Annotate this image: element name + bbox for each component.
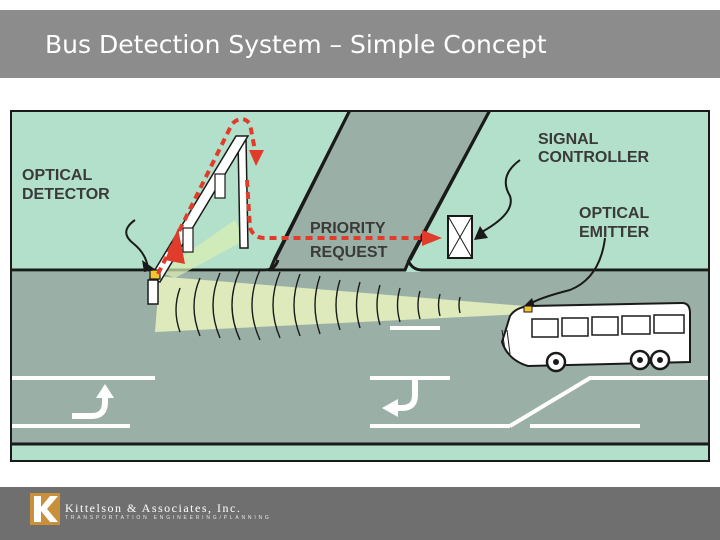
slide-title: Bus Detection System – Simple Concept — [45, 30, 547, 59]
label-optical-emitter-1: OPTICAL — [579, 205, 649, 222]
right-turn-arrow-icon — [72, 396, 108, 419]
bus-window — [621, 315, 651, 335]
label-leaders — [125, 159, 606, 307]
right-turn-arrowhead — [96, 384, 114, 398]
bus-detection-diagram: SIGNAL CONTROLLER OPTICAL DETECTOR OPTIC… — [10, 110, 710, 462]
bus — [500, 301, 691, 373]
side-road-fill — [290, 110, 470, 258]
label-request: REQUEST — [310, 244, 388, 261]
signal-head-2 — [182, 227, 194, 253]
label-controller: CONTROLLER — [538, 149, 650, 166]
controller-leader-arrowhead — [474, 226, 488, 240]
kittelson-logo-icon — [30, 493, 60, 525]
diagram-frame — [10, 110, 710, 462]
title-bar: Bus Detection System – Simple Concept — [0, 10, 720, 78]
diagram-labels: SIGNAL CONTROLLER OPTICAL DETECTOR OPTIC… — [22, 131, 650, 261]
left-turn-arrow-icon — [396, 380, 418, 411]
label-signal: SIGNAL — [538, 131, 599, 148]
label-optical-detector-1: OPTICAL — [22, 167, 92, 184]
lane-markings — [10, 326, 710, 428]
priority-signal-path — [156, 117, 422, 275]
signal-arrowhead-right — [422, 230, 442, 246]
grass-strip-bottom — [10, 446, 710, 462]
label-optical-detector-2: DETECTOR — [22, 186, 110, 203]
detection-beam — [155, 270, 525, 332]
optical-emitter-device — [523, 305, 533, 313]
label-optical-emitter-2: EMITTER — [579, 224, 650, 241]
main-road-top-edge — [10, 259, 710, 272]
bus-window — [591, 316, 619, 336]
signal-arrowhead-up — [165, 228, 185, 264]
detector-leader-arrowhead — [142, 260, 156, 272]
signal-arrowhead-down — [249, 150, 264, 166]
left-turn-arrowhead — [382, 399, 398, 417]
beam-waves — [175, 269, 461, 341]
side-road-edge-left — [273, 110, 352, 261]
company-name: Kittelson & Associates, Inc. — [65, 501, 242, 515]
bus-window — [653, 314, 685, 334]
footer-bar: Kittelson & Associates, Inc. TRANSPORTAT… — [0, 487, 720, 540]
signal-controller-cabinet — [447, 215, 473, 259]
beam-glow — [160, 220, 245, 278]
company-tagline: TRANSPORTATION ENGINEERING/PLANNING — [65, 515, 272, 521]
bus-window — [531, 318, 559, 338]
signal-head-1 — [214, 173, 226, 199]
bus-window — [561, 317, 589, 337]
label-priority: PRIORITY — [310, 220, 386, 237]
